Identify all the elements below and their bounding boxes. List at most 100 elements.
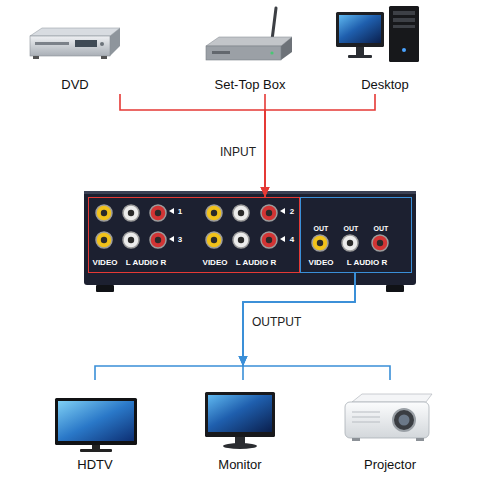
arrow-head [239,356,248,366]
rca-ports [312,235,328,251]
port-label: VIDEO [203,259,228,267]
rca-ports [238,237,244,243]
arrow-head [261,187,270,197]
dvd-player-icon [35,42,69,45]
edge-label: INPUT [219,145,257,159]
source-device: Desktop [330,2,440,94]
rca-ports [96,205,112,221]
rca-ports [150,205,166,221]
dvd-player-icon [101,56,107,59]
port-label: OUT [314,225,329,232]
rca-ports [206,232,222,248]
device-label: DVD [61,77,88,92]
projector-icon [345,402,429,438]
projector-icon [399,415,410,426]
rca-ports [123,205,139,221]
projector-icon [352,412,380,413]
arrow-head [261,187,270,197]
hdtv-icon [80,449,112,452]
hdtv-icon [58,401,134,441]
projector-icon [352,394,432,402]
desktop-computer-icon [348,55,372,58]
rca-ports [317,240,323,246]
desktop-computer-icon [339,15,381,43]
signal-wire [265,94,375,197]
port-label: L AUDIO R [236,259,276,267]
projector-icon [352,417,380,418]
port-label: VIDEO [93,259,118,267]
device-label: Set-Top Box [215,77,286,92]
desktop-computer-icon [356,47,364,55]
desktop-computer-icon [336,6,419,62]
rca-ports [128,237,134,243]
monitor-icon [223,443,257,449]
projector-icon [352,438,360,441]
av-switch-housing [96,285,114,292]
arrow-head [239,356,248,366]
channel-number: 1 [178,208,182,216]
monitor-icon [205,392,275,437]
rca-ports [233,205,249,221]
port-label: OUT [344,225,359,232]
rca-ports [266,210,272,216]
dvd-player-icon [30,28,120,59]
rca-ports [155,237,161,243]
dvd-player-icon [75,40,97,47]
channel-number: 4 [290,236,294,244]
port-label: OUT [374,225,389,232]
rca-ports [206,205,222,221]
hdtv-icon [92,445,100,449]
rca-ports [96,232,112,248]
monitor-icon [235,437,245,444]
desktop-computer-icon [393,25,415,28]
channel-pointer [169,208,174,214]
av-switch-housing [386,285,404,292]
rca-ports [347,240,353,246]
dvd-player-icon [110,28,120,56]
rca-ports [101,210,107,216]
rca-ports [128,210,134,216]
rca-ports [266,237,272,243]
display-device: Monitor [190,380,290,474]
desktop-computer-icon [336,12,384,47]
set-top-box-icon [206,8,292,60]
desktop-computer-icon [393,18,415,22]
rca-ports [342,235,358,251]
desktop-computer-icon [402,48,406,52]
arrow-head [239,356,248,366]
set-top-box-icon [206,46,281,60]
dvd-player-icon [30,28,120,36]
monitor-icon [208,395,272,432]
channel-pointer [280,208,285,214]
rca-ports [238,210,244,216]
port-label: VIDEO [309,259,334,267]
monitor-icon [205,392,275,449]
set-top-box-icon [270,51,273,54]
projector-icon [345,394,432,441]
device-label: HDTV [77,457,112,472]
rca-ports [261,205,277,221]
av-switch-housing [84,191,416,194]
projector-icon [393,409,415,431]
set-top-box-icon [206,37,292,46]
set-top-box-icon [272,8,276,40]
dvd-player-icon [33,56,39,59]
channel-number: 2 [290,208,294,216]
output-port-panel: OUTOUTOUTVIDEOL AUDIO R [300,197,412,273]
channel-pointer [280,236,285,242]
channel-pointer [169,236,174,242]
set-top-box-icon [212,51,230,54]
edge-label: OUTPUT [251,315,302,329]
rca-ports [155,210,161,216]
rca-ports [101,237,107,243]
source-device: Set-Top Box [195,4,305,94]
rca-ports [211,210,217,216]
av-switch-housing [84,191,416,292]
arrow-head [261,187,270,197]
hdtv-icon [55,398,137,445]
channel-number: 3 [178,236,182,244]
device-label: Monitor [218,457,261,472]
